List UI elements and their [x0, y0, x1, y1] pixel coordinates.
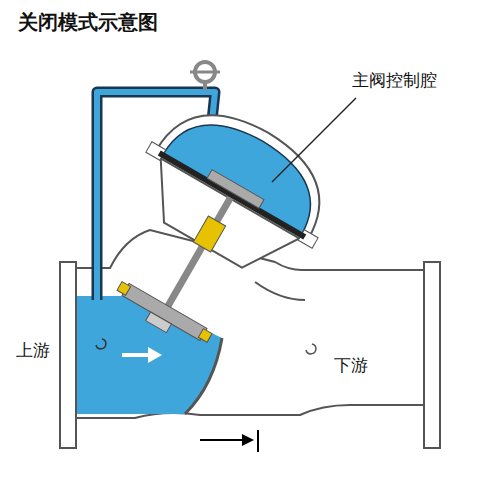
bonnet-cover — [156, 89, 344, 239]
side-label: 上游 — [16, 340, 50, 360]
diaphragm-plate — [207, 170, 264, 209]
part-label: 主阀控制腔 — [352, 70, 437, 90]
body-mark — [306, 344, 316, 354]
upstream-water — [77, 296, 222, 414]
direction-arrow — [200, 439, 246, 441]
needle-valve — [203, 82, 207, 90]
outlet-flange — [424, 262, 440, 448]
body-rib — [255, 282, 305, 300]
title-slot: 关闭模式示意图 — [18, 10, 158, 34]
diaphragm — [158, 150, 306, 239]
seal — [198, 329, 212, 343]
direction-arrow — [257, 430, 259, 452]
needle-valve — [190, 71, 220, 74]
leader-line — [272, 98, 356, 182]
seal — [117, 282, 131, 296]
partition-wall — [185, 338, 222, 414]
side-label: 下游 — [334, 355, 368, 375]
body-mark — [96, 339, 106, 349]
flow-arrow — [122, 353, 150, 357]
diagram-title: 关闭模式示意图 — [18, 10, 158, 34]
bonnet-assembly — [73, 85, 351, 375]
stem-guide — [193, 216, 225, 252]
direction-arrow — [242, 434, 254, 446]
label-slot: 主阀控制腔 — [352, 70, 437, 90]
inlet-flange — [60, 262, 76, 448]
disc-nut — [146, 312, 172, 333]
label-slot: 上游 — [16, 340, 50, 360]
valve-disc — [122, 283, 207, 340]
flow-arrow — [148, 347, 162, 363]
label-slot: 下游 — [334, 355, 368, 375]
